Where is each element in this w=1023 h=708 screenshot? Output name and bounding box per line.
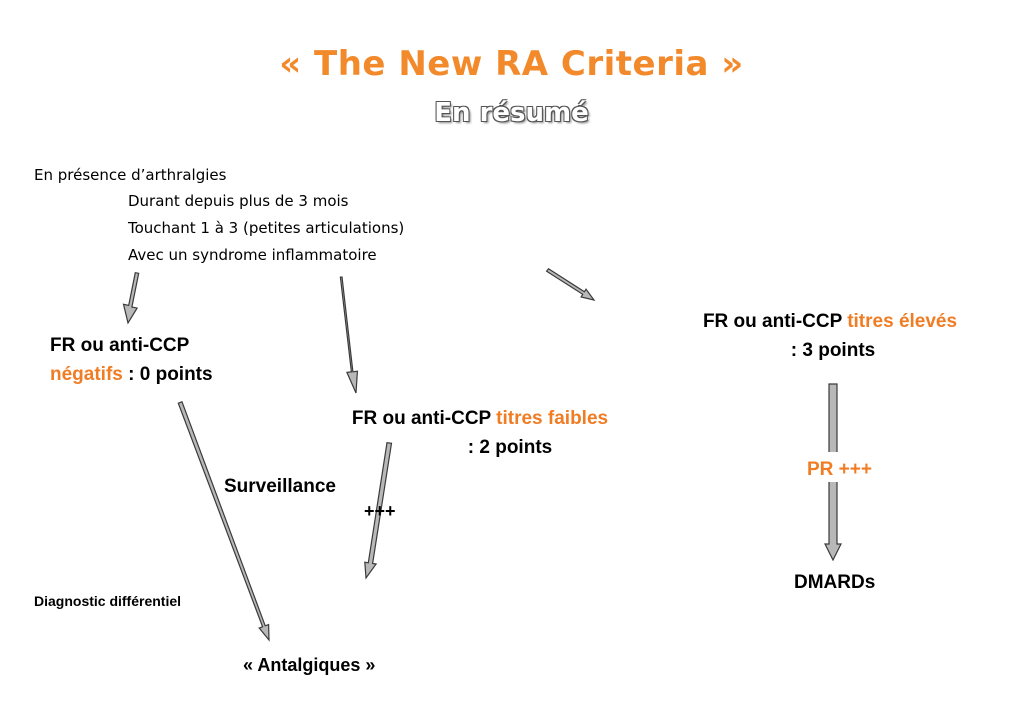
arrow-to-high (545, 268, 596, 301)
negative-highlight: négatifs (50, 364, 123, 385)
low-label: FR ou anti-CCP (351, 408, 497, 429)
antalgiques-label: « Antalgiques » (243, 655, 376, 675)
low-result: FR ou anti-CCP titres faibles : 2 points (300, 404, 660, 462)
arrow-low-to-surveillance (364, 442, 393, 580)
pr-indicator: PR +++ (807, 459, 872, 481)
page-title: « The New RA Criteria » (279, 44, 744, 84)
surveillance-label: Surveillance (224, 476, 336, 497)
arrow-negative-to-antalgiques (177, 401, 270, 642)
dmards-label: DMARDs (794, 572, 876, 593)
condition-joints: Touchant 1 à 3 (petites articulations) (128, 219, 405, 237)
high-points: : 3 points (790, 340, 876, 361)
condition-duration: Durant depuis plus de 3 mois (128, 192, 349, 210)
low-label-line: FR ou anti-CCP titres faibles (300, 404, 660, 433)
pr-plus: +++ (833, 459, 872, 480)
condition-inflammatory: Avec un syndrome inflammatoire (128, 246, 377, 264)
negative-result: FR ou anti-CCP négatifs : 0 points (50, 331, 213, 389)
surveillance-plus: +++ (364, 501, 396, 521)
low-points: : 2 points (467, 437, 553, 458)
high-label-line: FR ou anti-CCP titres élevés (655, 307, 1005, 336)
low-highlight: titres faibles (496, 408, 609, 429)
page-subtitle: En résumé (434, 98, 589, 128)
arrow-to-negative (122, 272, 140, 325)
high-result: FR ou anti-CCP titres élevés : 3 points (655, 307, 1005, 365)
negative-score-line: négatifs : 0 points (50, 360, 213, 389)
high-label: FR ou anti-CCP (702, 311, 848, 332)
arrow-to-low (339, 276, 359, 394)
negative-points: : 0 points (122, 364, 213, 385)
pr-label: PR (807, 459, 834, 480)
negative-label: FR ou anti-CCP (50, 335, 190, 356)
differential-label: Diagnostic différentiel (34, 593, 182, 609)
high-highlight: titres élevés (847, 311, 958, 332)
conditions-heading: En présence d’arthralgies (34, 166, 227, 184)
